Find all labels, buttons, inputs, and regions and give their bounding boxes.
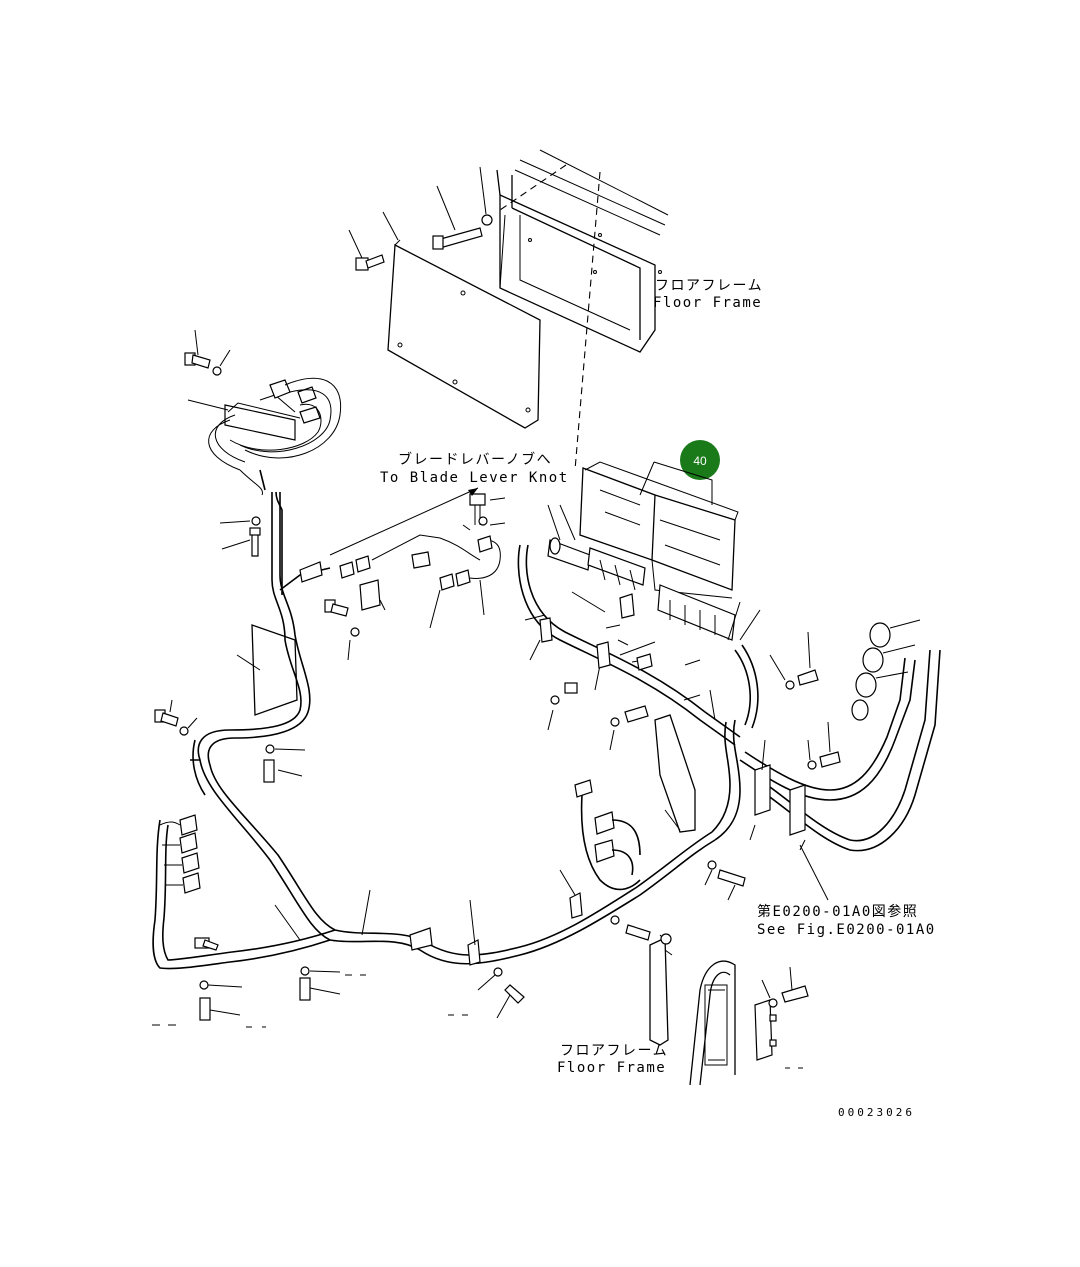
see-fig-label-jp: 第E0200-01A0図参照 — [757, 903, 918, 920]
right-connectors — [851, 619, 921, 721]
harness-drop — [259, 469, 283, 595]
bolt-set-right — [704, 631, 841, 901]
floor-frame-bottom-jp: フロアフレーム — [560, 1043, 668, 1059]
floor-frame-top-en: Floor Frame — [653, 295, 762, 311]
bracket-center — [654, 689, 716, 833]
callout-badge — [680, 440, 720, 480]
connector-detail-mid — [547, 504, 761, 701]
junction-block-left — [187, 377, 342, 496]
blade-arrow-line — [329, 487, 479, 556]
dashed-leader-diag — [499, 164, 567, 211]
callout-number: 40 — [693, 454, 707, 468]
connector-row-left — [159, 814, 201, 894]
bolt-set-left — [184, 329, 261, 557]
connector-row-upper — [547, 537, 736, 641]
clamps-right — [749, 739, 829, 901]
main-harness — [152, 492, 741, 970]
clips-middle — [274, 869, 583, 966]
cover-plate — [382, 211, 541, 429]
floor-frame-bottom-en: Floor Frame — [557, 1060, 666, 1076]
drawing-number: 00023026 — [838, 1106, 915, 1119]
clamp-plate-left — [251, 624, 298, 716]
bolt-set-middle — [324, 579, 649, 751]
dashed-leader-top — [574, 171, 601, 471]
floor-frame-top — [496, 149, 669, 353]
bolt-set-lower-left — [154, 699, 525, 1021]
blade-label-jp: ブレードレバーノブへ — [398, 451, 552, 468]
connector-row-center — [574, 779, 651, 941]
blade-label-en: To Blade Lever Knot — [380, 470, 569, 486]
blade-lever-branch — [299, 487, 506, 629]
callout-40: 40 — [680, 440, 720, 480]
floor-frame-bottom — [649, 933, 809, 1086]
leader-plate-left — [236, 654, 261, 671]
controller-units — [579, 461, 739, 599]
part-marks — [152, 974, 803, 1069]
bolt-set-top — [348, 166, 493, 271]
floor-frame-top-jp: フロアフレーム — [655, 278, 763, 294]
see-fig-label-en: See Fig.E0200-01A0 — [757, 922, 936, 938]
